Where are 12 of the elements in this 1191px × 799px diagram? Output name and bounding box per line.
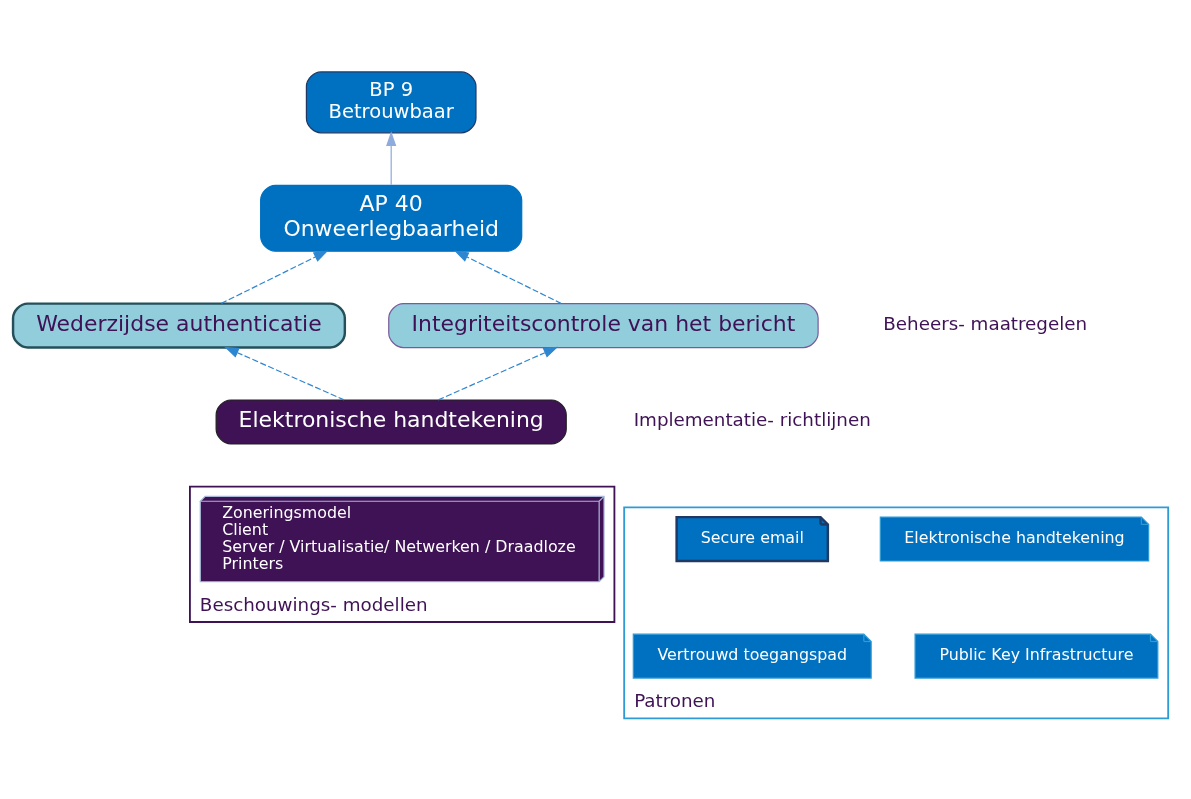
- node-box: AP 40 Onweerlegbaarheid: [260, 184, 523, 252]
- arrow: [220, 250, 329, 304]
- node-box: Wederzijdse authenticatie: [11, 301, 347, 349]
- label: Implementatie- richtlijnen: [633, 408, 871, 430]
- label: Beheers- maatregelen: [883, 312, 1088, 334]
- node-box: Elektronische handtekening: [215, 398, 567, 445]
- arrow: [224, 346, 345, 400]
- node-box: BP 9 Betrouwbaar: [305, 70, 477, 133]
- arrow: [454, 250, 562, 304]
- arrow: [386, 130, 397, 185]
- node-box: Integriteitscontrole van het bericht: [388, 302, 819, 348]
- arrow: [437, 346, 559, 400]
